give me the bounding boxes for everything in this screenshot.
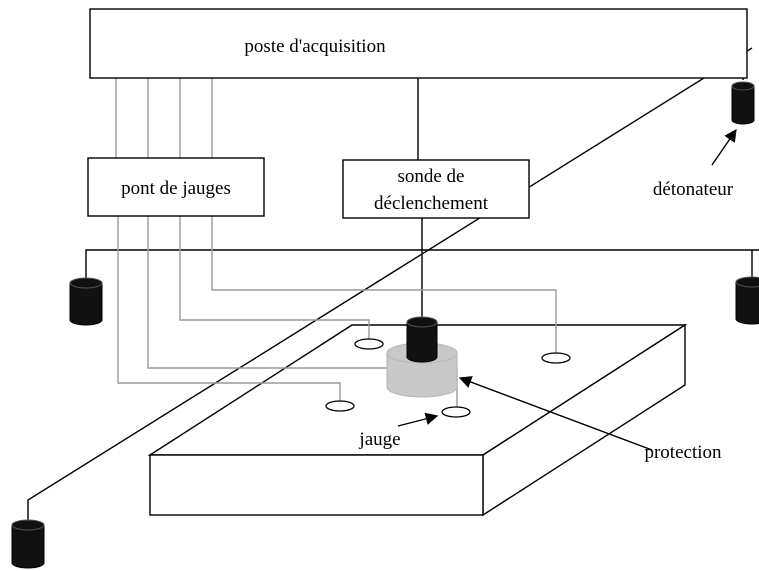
charge-left-body (69, 282, 103, 326)
protection-label: protection (644, 442, 722, 463)
charge-bar (85, 218, 759, 322)
protection-arrow (458, 376, 653, 451)
gauge-top-left (354, 338, 384, 350)
trigger-box (342, 159, 530, 219)
gauge-wire-3 (179, 216, 370, 340)
gauge-label: jauge (358, 429, 400, 450)
slab-front-face (149, 454, 484, 516)
cord-end-charge-body (11, 524, 45, 569)
protection-annotation: protection (458, 376, 722, 463)
detonator-charge-top (731, 81, 755, 91)
cord-end-charge (11, 519, 45, 569)
protection-body (386, 352, 458, 398)
cord-end-charge-top (11, 519, 45, 531)
charge-left-top (69, 277, 103, 289)
charge-right (735, 276, 759, 325)
acquisition-station: poste d'acquisition (89, 8, 748, 79)
gauge-bottom-right (441, 406, 471, 418)
gauge-bridge: pont de jauges (87, 157, 265, 217)
detonator-label: détonateur (653, 179, 734, 200)
charge-bar-line (85, 249, 759, 278)
gauge-arrow (397, 412, 439, 427)
central-charge-top (406, 316, 438, 328)
gauge-top-right (541, 352, 571, 364)
detonator-annotation: détonateur (653, 128, 737, 200)
trigger-probe: sonde de déclenchement (342, 159, 530, 219)
trigger-label-line2: déclenchement (374, 193, 489, 214)
charge-left (69, 277, 103, 326)
bridge-box (87, 157, 265, 217)
bridge-label: pont de jauges (121, 178, 231, 199)
gauge-wire-4 (211, 216, 557, 355)
charge-right-top (735, 276, 759, 288)
gauge-annotation: jauge (358, 412, 439, 450)
detonator-charge-body (731, 85, 755, 125)
central-charge-body (406, 321, 438, 363)
detonator-charge (731, 81, 755, 125)
charge-right-body (735, 281, 759, 325)
gauge-wire-1 (117, 216, 341, 402)
central-charge (406, 316, 438, 363)
trigger-label-line1: sonde de (397, 166, 464, 187)
acquisition-box (89, 8, 748, 79)
acquisition-label: poste d'acquisition (244, 36, 386, 57)
gauge-bottom-left (325, 400, 355, 412)
detonator-arrow (711, 128, 737, 166)
